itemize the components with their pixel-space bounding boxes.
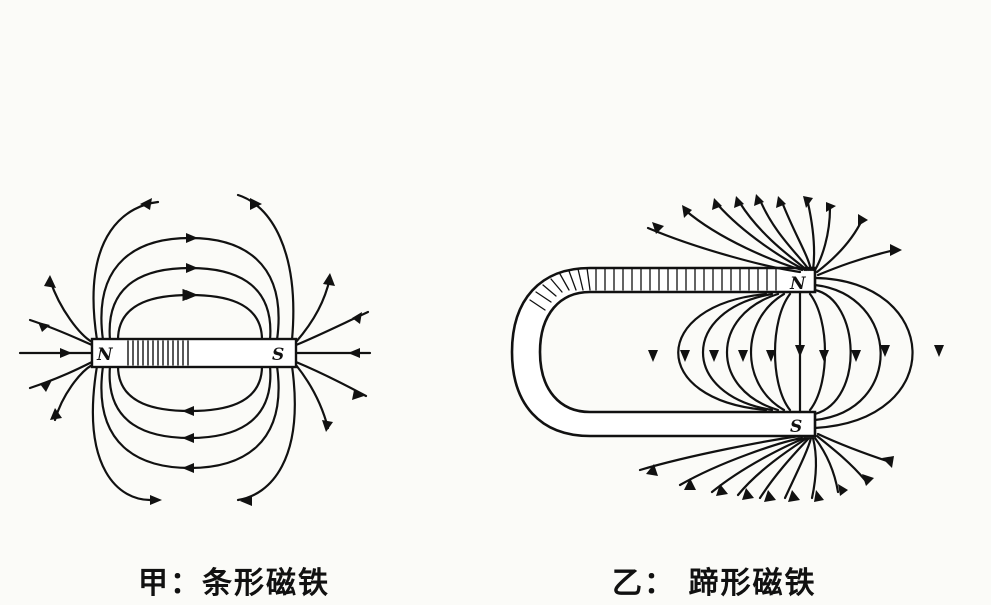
- field-line: [783, 436, 813, 500]
- field-line: [116, 288, 264, 342]
- field-line: [48, 278, 94, 344]
- horseshoe-north-label: N: [789, 274, 807, 294]
- horseshoe-magnet-figure: N S: [510, 194, 944, 502]
- horseshoe-south-label: S: [790, 417, 802, 437]
- field-line: [710, 436, 807, 494]
- field-line: [91, 364, 152, 502]
- field-line: [813, 276, 914, 430]
- magnet-hatching: [127, 340, 189, 366]
- horseshoe-hatching: [529, 267, 777, 311]
- field-line: [813, 436, 840, 494]
- horseshoe-magnet: [510, 266, 817, 438]
- field-line: [294, 360, 368, 398]
- field-line: [773, 292, 792, 412]
- field-arrows: [646, 194, 944, 502]
- field-line: [810, 436, 817, 500]
- field-line: [816, 248, 897, 277]
- field-line: [806, 201, 816, 272]
- field-line: [236, 364, 296, 502]
- field-line: [646, 226, 802, 274]
- field-line: [236, 193, 295, 342]
- field-line: [716, 203, 807, 272]
- bar-magnet: [90, 337, 298, 369]
- field-line: [92, 200, 160, 342]
- field-line: [53, 363, 94, 422]
- field-line: [758, 198, 811, 272]
- field-line: [813, 283, 882, 422]
- field-line: [116, 364, 264, 413]
- field-line: [736, 436, 809, 497]
- field-line: [108, 266, 272, 342]
- field-line: [683, 208, 804, 272]
- field-line: [750, 292, 786, 412]
- bar-magnet-figure: N S: [18, 193, 372, 506]
- field-arrows: [38, 198, 364, 506]
- field-line: [100, 364, 280, 470]
- field-line: [815, 434, 867, 482]
- field-line: [780, 200, 813, 272]
- bar-magnet-caption: 甲：条形磁铁: [138, 566, 330, 601]
- field-line: [108, 364, 272, 440]
- bar-south-label: S: [272, 345, 284, 365]
- bar-north-label: N: [96, 345, 114, 365]
- field-line: [638, 434, 802, 472]
- field-line: [815, 218, 864, 274]
- field-line: [726, 292, 780, 412]
- horseshoe-magnet-caption: 乙： 蹄形磁铁: [612, 566, 817, 601]
- field-line: [816, 432, 892, 464]
- field-line: [677, 292, 768, 412]
- field-line: [28, 360, 94, 390]
- field-line: [738, 201, 809, 272]
- field-line: [678, 436, 804, 487]
- field-line: [702, 292, 774, 412]
- field-line: [813, 288, 852, 416]
- field-line: [100, 236, 280, 342]
- field-line: [813, 206, 832, 272]
- field-line: [758, 436, 811, 500]
- field-line: [28, 318, 94, 347]
